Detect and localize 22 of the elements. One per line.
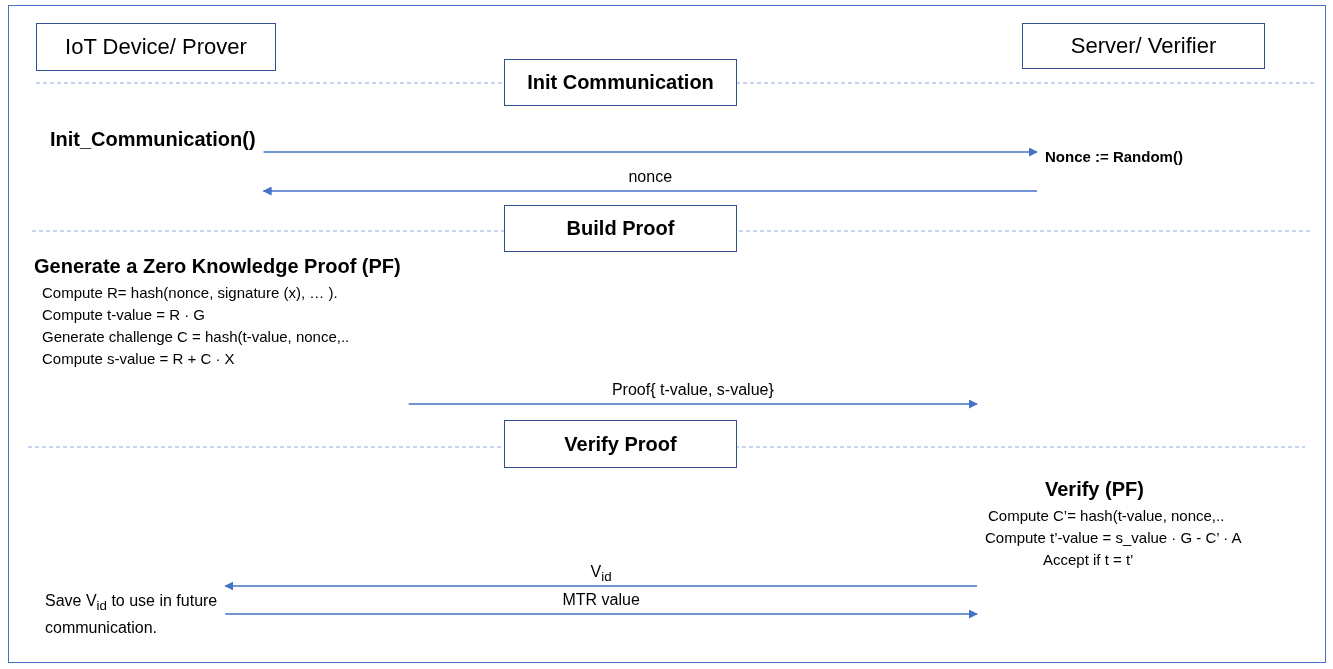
step-heading: Generate a Zero Knowledge Proof (PF)	[34, 255, 401, 278]
actor-box: IoT Device/ Prover	[36, 23, 276, 71]
computation-step: Accept if t = t’	[985, 549, 1242, 571]
message-arrow	[262, 147, 1038, 157]
message-arrow	[224, 609, 978, 619]
note-text: Save V$_{id}$ to use in future communication.	[45, 591, 219, 639]
computation-step: Generate challenge C = hash(t-value, nonce,..	[34, 326, 401, 348]
actor-box: Server/ Verifier	[1022, 23, 1265, 69]
computation-step: Compute R= hash(nonce, signature (x), … ).	[34, 282, 401, 304]
message-arrow	[408, 399, 978, 409]
phase-box: Init Communication	[504, 59, 737, 106]
computation-step: Compute t’-value = s_value · G - C’ · A	[985, 527, 1242, 549]
message-arrow	[262, 186, 1038, 196]
computation-step: Compute C’= hash(t-value, nonce,..	[985, 505, 1242, 527]
phase-box: Build Proof	[504, 205, 737, 252]
computation-step: Compute s-value = R + C · X	[34, 348, 401, 370]
computation-step: Compute t-value = R · G	[34, 304, 401, 326]
message-arrow	[224, 581, 978, 591]
message-text: Nonce := Random()	[1045, 148, 1183, 165]
message-text: Init_Communication()	[50, 128, 256, 151]
step-heading: Verify (PF)	[1044, 478, 1145, 501]
phase-box: Verify Proof	[504, 420, 737, 468]
